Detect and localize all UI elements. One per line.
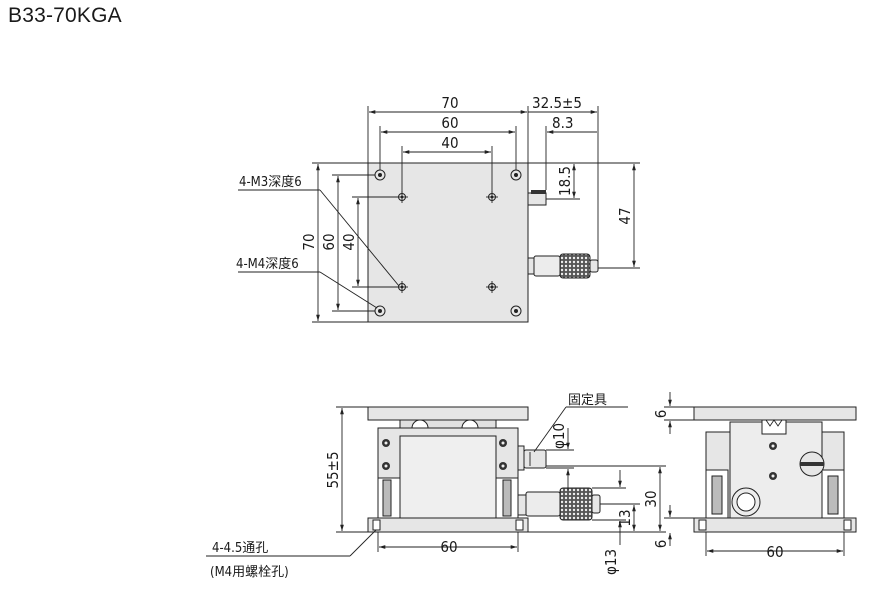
side-view: 6 6 60 — [652, 392, 857, 561]
dim-height-70: 70 — [300, 233, 318, 250]
dim-height-55: 55±5 — [324, 451, 342, 488]
micrometer-end — [731, 487, 761, 517]
side-top-plate — [693, 406, 857, 421]
dim-offset: 32.5±5 — [532, 94, 582, 112]
front-view: 55±5 60 φ10 30 13 φ13 固定具 4-4.5通孔 (M4用螺栓… — [206, 393, 666, 580]
dim-side-width-60: 60 — [766, 543, 783, 561]
front-base-plate — [367, 517, 529, 533]
screw — [769, 472, 777, 480]
side-base-plate — [693, 517, 857, 533]
top-stage-plate — [367, 162, 529, 323]
dim-18-5: 18.5 — [556, 166, 574, 196]
label-through-holes: 4-4.5通孔 — [212, 541, 268, 556]
dim-height-60: 60 — [320, 233, 338, 250]
label-m3-holes: 4-M3深度6 — [239, 174, 302, 190]
label-bolt-note: (M4用螺栓孔) — [210, 565, 289, 580]
dim-height-40: 40 — [340, 233, 358, 250]
front-top-plate — [367, 406, 529, 421]
dim-width-70: 70 — [441, 94, 458, 112]
clamp-screw-top — [527, 192, 547, 206]
clamp-knob — [517, 445, 547, 471]
product-model-title: B33-70KGA — [8, 4, 122, 27]
label-m4-holes: 4-M4深度6 — [236, 256, 299, 272]
dim-side-6-bottom: 6 — [652, 540, 670, 549]
m4-hole — [510, 305, 522, 317]
screw — [382, 439, 390, 447]
dim-front-width-60: 60 — [440, 538, 457, 556]
dim-width-60: 60 — [441, 114, 458, 132]
clamp-side — [799, 451, 825, 477]
dim-13: 13 — [616, 509, 634, 526]
dim-width-40: 40 — [441, 134, 458, 152]
micrometer-top — [527, 253, 599, 279]
label-clamp: 固定具 — [568, 393, 607, 408]
screw — [769, 442, 777, 450]
dim-side-6-top: 6 — [652, 410, 670, 419]
screw — [499, 439, 507, 447]
dim-30: 30 — [642, 490, 660, 507]
screw — [382, 462, 390, 470]
micrometer-front — [517, 487, 601, 521]
dim-8-3: 8.3 — [552, 114, 573, 132]
dim-47: 47 — [616, 207, 634, 224]
screw — [499, 462, 507, 470]
dim-phi10: φ10 — [550, 423, 568, 449]
m3-hole — [486, 281, 498, 293]
top-view: 70 60 40 32.5±5 8.3 18.5 47 70 60 40 4-M… — [236, 94, 640, 323]
dim-phi13: φ13 — [602, 549, 620, 575]
